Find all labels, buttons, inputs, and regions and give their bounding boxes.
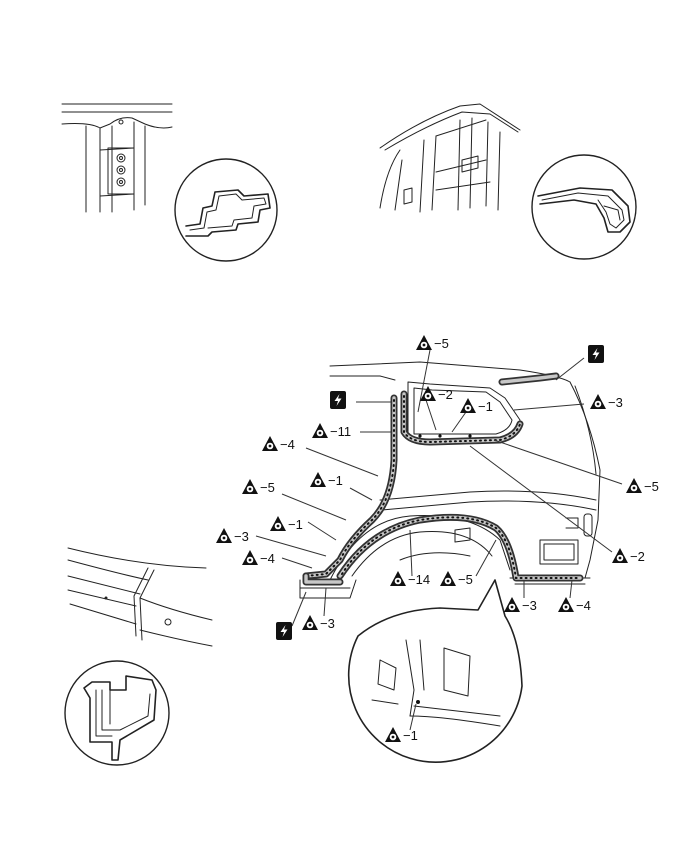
spot-weld-triangle-icon [270,516,286,531]
svg-text:−3: −3 [320,616,335,631]
svg-text:−2: −2 [438,387,453,402]
spot-weld-triangle-icon [504,597,520,612]
rocker-view-bottom-left [67,547,213,647]
callout-3-bottom: −3 [504,597,537,613]
spot-weld-triangle-icon [590,394,606,409]
svg-text:−4: −4 [260,551,275,566]
spot-weld-triangle-icon [302,615,318,630]
roof-corner-view-top-right [379,103,521,213]
callout-1-left: −1 [270,516,303,532]
spot-weld-triangle-icon [460,398,476,413]
spot-weld-triangle-icon [416,335,432,350]
callout-5-left: −5 [242,479,275,495]
spot-weld-triangle-icon [312,423,328,438]
svg-text:−3: −3 [608,395,623,410]
svg-text:−4: −4 [576,598,591,613]
svg-text:−3: −3 [522,598,537,613]
wheelhouse-detail-magnified [347,579,523,763]
callout-14: −14 [390,571,430,587]
spot-weld-triangle-icon [390,571,406,586]
rear-quarter-panel-view [299,361,601,599]
callout-3-right: −3 [590,394,623,410]
callout-5-top: −5 [416,335,449,351]
callout-2-right: −2 [612,548,645,564]
spot-weld-triangle-icon [385,727,401,742]
svg-text:−1: −1 [288,517,303,532]
svg-text:−5: −5 [434,336,449,351]
callout-3-left: −3 [216,528,249,544]
callout-3-corner: −3 [302,615,335,631]
svg-text:−2: −2 [630,549,645,564]
spot-weld-triangle-icon [262,436,278,451]
svg-text:−4: −4 [280,437,295,452]
callout-1-detail: −1 [385,727,418,743]
pillar-section-view-top-left [61,103,173,213]
spot-weld-triangle-icon [440,571,456,586]
callout-4-low: −4 [242,550,275,566]
svg-text:−14: −14 [408,572,430,587]
svg-text:−1: −1 [403,728,418,743]
lightning-bolt-icon [330,391,346,409]
svg-text:−5: −5 [260,480,275,495]
callout-4-bottom: −4 [558,597,591,613]
svg-text:−11: −11 [330,424,351,439]
callout-4-left: −4 [262,436,295,452]
callout-5-bottom: −5 [440,571,473,587]
brazing-marker-bottom-left [276,622,292,640]
svg-text:−5: −5 [644,479,659,494]
callout-11: −11 [312,423,351,439]
pillar-cross-section-magnified [174,158,278,262]
spot-weld-triangle-icon [558,597,574,612]
brazing-marker-left [330,391,346,409]
rocker-cross-section-magnified [64,660,170,766]
svg-text:−5: −5 [458,572,473,587]
callout-1-top: −1 [460,398,493,414]
roof-cross-section-magnified [531,154,637,260]
leader-lines [255,349,623,731]
lightning-bolt-icon [276,622,292,640]
brazing-marker-top-right [588,345,604,363]
spot-weld-triangle-icon [216,528,232,543]
spot-weld-triangle-icon [626,478,642,493]
callout-5-right: −5 [626,478,659,494]
spot-weld-triangle-icon [242,479,258,494]
svg-text:−3: −3 [234,529,249,544]
callout-1-mid: −1 [310,472,343,488]
spot-weld-triangle-icon [242,550,258,565]
callout-2-top: −2 [420,386,453,402]
spot-weld-triangle-icon [612,548,628,563]
lightning-bolt-icon [588,345,604,363]
svg-text:−1: −1 [328,473,343,488]
spot-weld-triangle-icon [310,472,326,487]
svg-text:−1: −1 [478,399,493,414]
